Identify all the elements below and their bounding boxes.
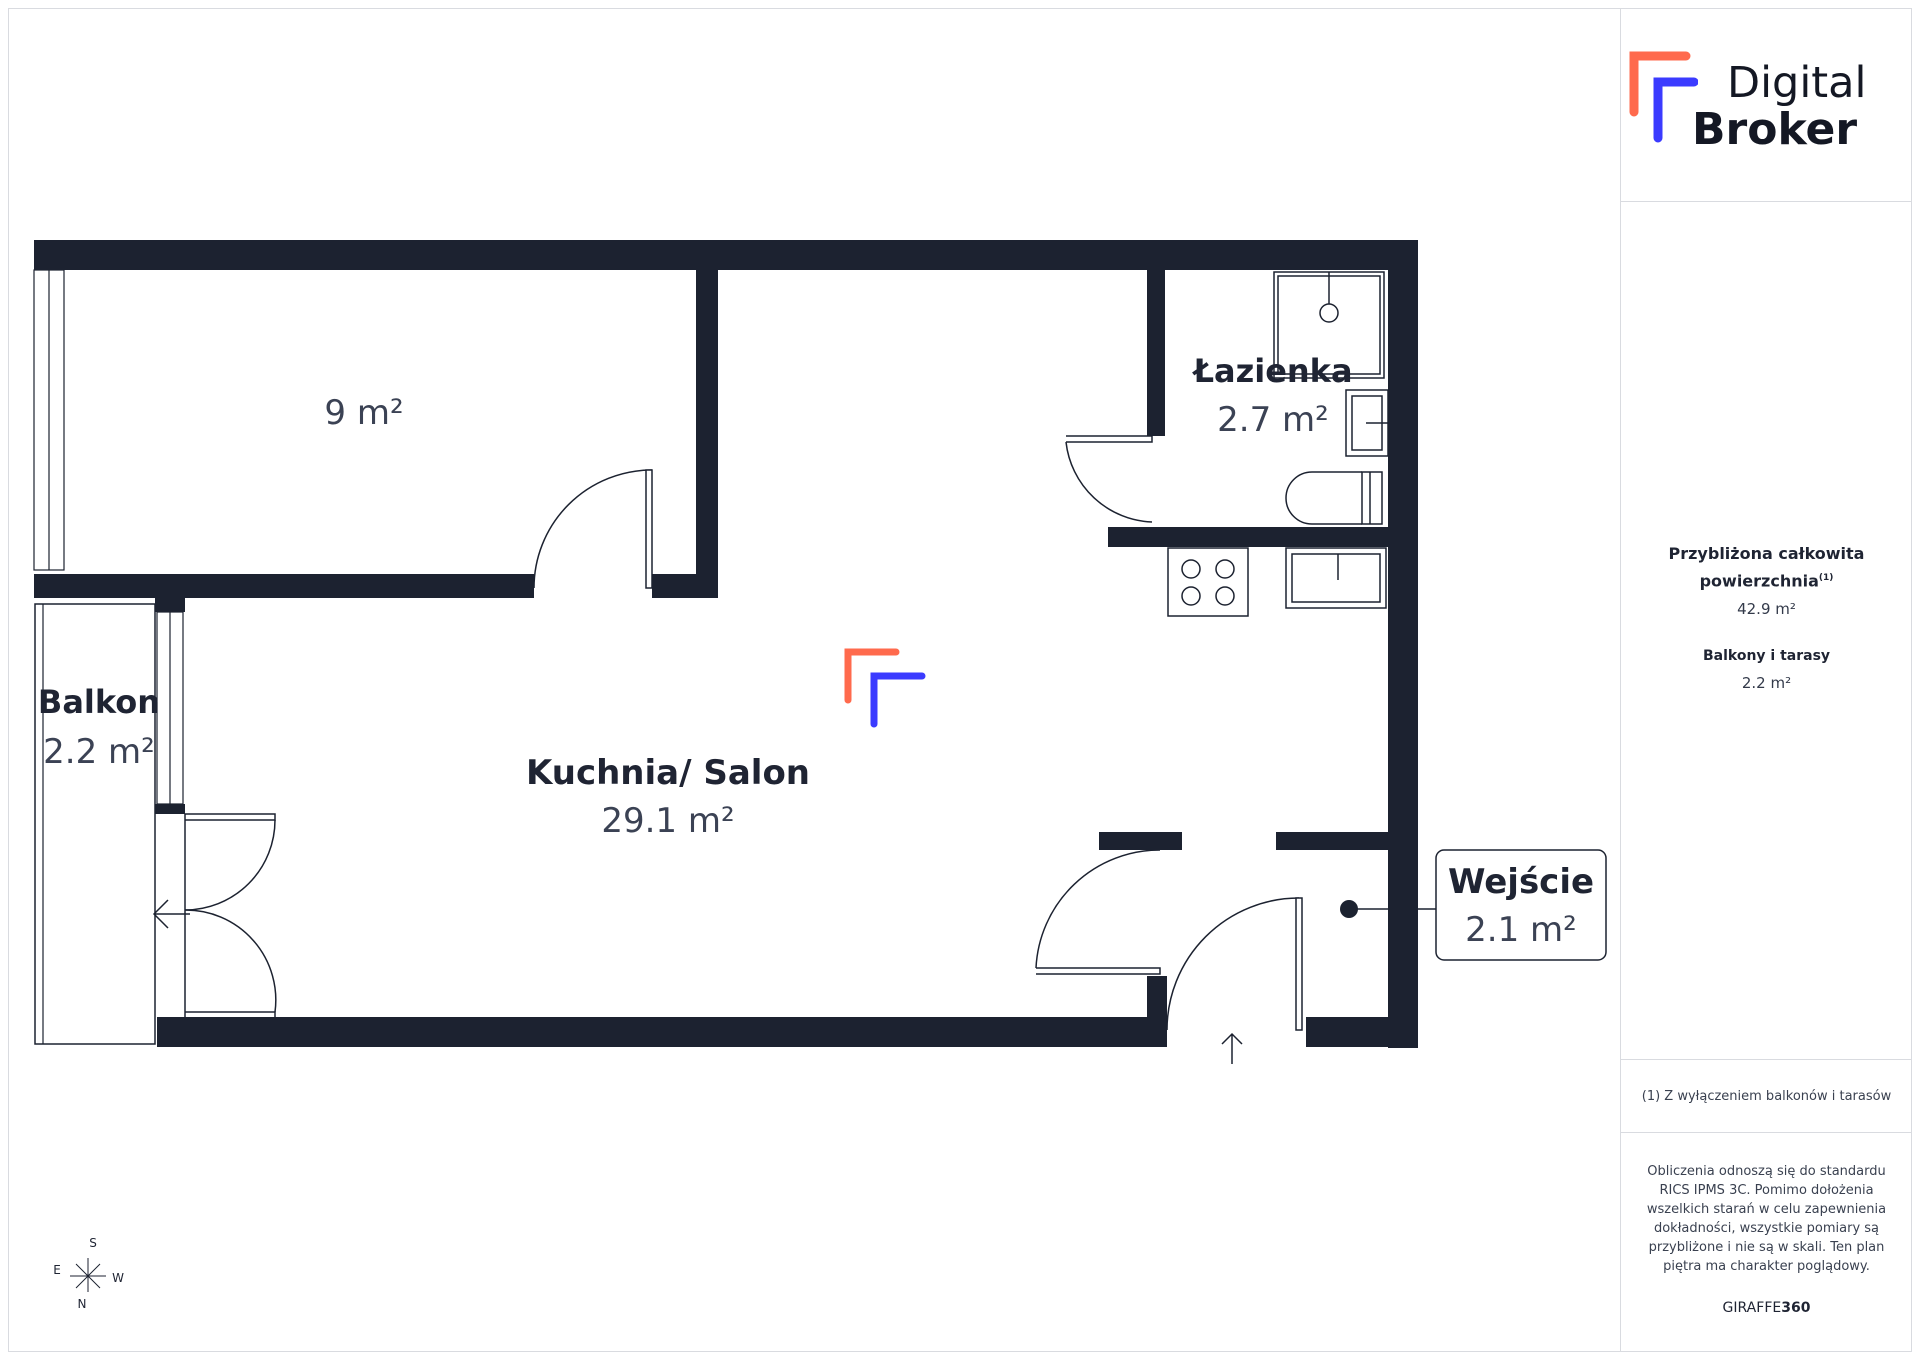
sidebar-divider-mid <box>1621 1059 1912 1060</box>
bathroom-door <box>1065 435 1153 523</box>
balcony-door <box>152 813 277 1018</box>
compass-w: W <box>112 1271 124 1285</box>
footnote: (1) Z wyłączeniem balkonów i tarasów <box>1641 1089 1892 1104</box>
wall-right <box>1388 240 1418 1048</box>
disclaimer-line: RICS IPMS 3C. Pomimo dołożenia <box>1659 1183 1874 1198</box>
sidebar-divider-top <box>1621 201 1912 202</box>
wall-balcony-lower <box>155 804 185 814</box>
sink-fixture <box>1345 389 1389 457</box>
balcony-name: Balkon <box>38 683 160 721</box>
toilet-fixture <box>1285 471 1383 525</box>
sidebar-divider-low <box>1621 1132 1912 1133</box>
balconies-label: Balkony i tarasy <box>1702 648 1831 664</box>
disclaimer: Obliczenia odnoszą się do standardu RICS… <box>1621 1162 1912 1276</box>
brand-line2: Broker <box>1692 104 1858 155</box>
brand-logo: Digital Broker <box>1620 40 1912 160</box>
brand-mark-icon <box>1629 51 1698 143</box>
wall-bath-bottom <box>1108 527 1388 547</box>
disclaimer-line: dokładności, wszystkie pomiary są <box>1653 1221 1880 1236</box>
bathroom-name: Łazienka <box>1191 352 1352 390</box>
compass-rose: S E W N <box>53 1236 124 1311</box>
disclaimer-line: piętra ma charakter poglądowy. <box>1663 1259 1870 1274</box>
wall-hall-a <box>1099 832 1182 850</box>
wall-door-jamb <box>1147 976 1167 1018</box>
wall-balcony-post <box>155 598 185 612</box>
wall-hall-b <box>1276 832 1388 850</box>
wall-top <box>34 240 1418 270</box>
total-area-value: 42.9 m² <box>1737 600 1796 618</box>
watermark-logo <box>844 648 926 728</box>
credit: GIRAFFE360 <box>1621 1300 1912 1316</box>
balcony-outline <box>34 603 156 1045</box>
entrance-callout-box <box>1435 849 1607 961</box>
bathroom-area: 2.7 m² <box>1217 400 1329 440</box>
brand-line1: Digital <box>1727 58 1867 108</box>
page-frame <box>8 8 1912 1352</box>
credit-suffix: 360 <box>1781 1300 1811 1316</box>
balcony-area: 2.2 m² <box>43 732 155 772</box>
wall-bedroom-bottom-a <box>34 574 534 598</box>
total-area-label: Przybliżona całkowita powierzchnia(1) <box>1621 542 1912 593</box>
entrance-name: Wejście <box>1448 862 1594 902</box>
living-area: 29.1 m² <box>601 801 734 841</box>
wall-bedroom-right <box>696 240 718 598</box>
floor-plan: 9 m² Łazienka 2.7 m² Balkon 2.2 m² Kuchn… <box>33 240 1607 1311</box>
total-area-label-line2: powierzchnia(1) <box>1621 566 1912 593</box>
disclaimer-line: wszelkich starań w celu zapewnienia <box>1646 1202 1887 1217</box>
disclaimer-line: Obliczenia odnoszą się do standardu <box>1647 1164 1886 1179</box>
total-area-label-word: powierzchnia <box>1699 571 1819 591</box>
kitchen-sink-fixture <box>1285 547 1387 609</box>
shower-fixture <box>1273 271 1385 379</box>
disclaimer-line: przybliżone i nie są w skali. Ten plan <box>1648 1240 1885 1255</box>
wall-bottom-left <box>157 1017 1167 1047</box>
living-name: Kuchnia/ Salon <box>526 753 810 793</box>
compass-e: E <box>53 1263 61 1277</box>
total-area-footnote-mark: (1) <box>1818 573 1834 583</box>
balconies-value: 2.2 m² <box>1741 674 1792 692</box>
credit-prefix: GIRAFFE <box>1722 1300 1782 1316</box>
stove-fixture <box>1167 547 1249 617</box>
wall-bath-left <box>1147 240 1165 436</box>
compass-n: N <box>78 1297 87 1311</box>
total-area-label-line1: Przybliżona całkowita <box>1668 544 1865 563</box>
entrance-area: 2.1 m² <box>1465 910 1577 950</box>
info-sidebar: Przybliżona całkowita powierzchnia(1) 42… <box>1620 8 1912 1352</box>
wall-bottom-right <box>1306 1017 1418 1047</box>
compass-s: S <box>89 1236 97 1250</box>
entrance-door <box>1166 897 1303 1064</box>
bedroom-door <box>533 469 653 589</box>
bedroom-area: 9 m² <box>324 393 403 433</box>
hall-door <box>1035 849 1161 975</box>
